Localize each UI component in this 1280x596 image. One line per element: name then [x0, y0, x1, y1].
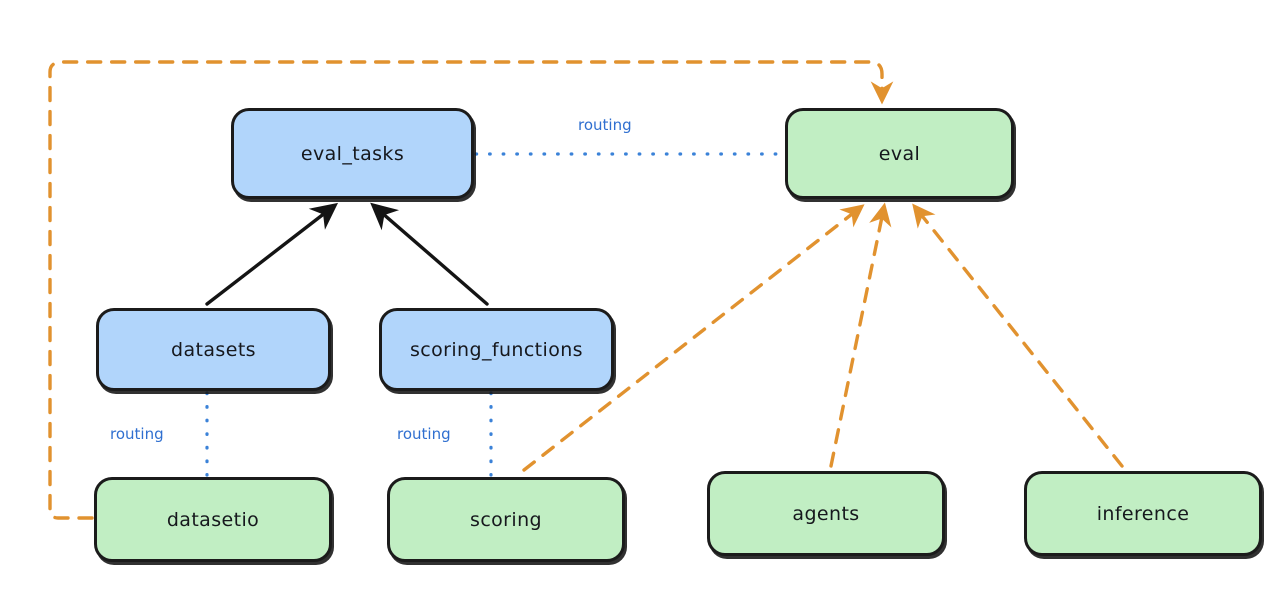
edge-scoring_functions-eval_tasks: [370, 202, 489, 306]
node-label: inference: [1096, 502, 1190, 525]
edge-agents-eval: [829, 202, 892, 468]
node-label: eval: [878, 142, 921, 165]
edge-label-routing-scoring-functions: routing: [397, 425, 451, 443]
node-label: scoring_functions: [410, 338, 583, 361]
node-label: eval_tasks: [300, 142, 405, 165]
node-datasetio[interactable]: datasetio: [94, 477, 332, 562]
node-label: agents: [792, 502, 860, 525]
node-scoring[interactable]: scoring: [387, 477, 625, 562]
node-label: datasets: [171, 338, 256, 361]
edge-inference-eval: [912, 203, 1124, 468]
edge-datasets-eval_tasks: [205, 202, 339, 306]
node-datasets[interactable]: datasets: [96, 308, 331, 391]
node-scoring-functions[interactable]: scoring_functions: [379, 308, 614, 391]
node-eval[interactable]: eval: [785, 108, 1014, 199]
node-inference[interactable]: inference: [1024, 471, 1262, 556]
edge-label-routing-eval-tasks: routing: [578, 116, 632, 134]
node-label: scoring: [470, 508, 542, 531]
node-eval-tasks[interactable]: eval_tasks: [231, 108, 474, 199]
edge-label-routing-datasets: routing: [110, 425, 164, 443]
node-agents[interactable]: agents: [707, 471, 945, 556]
node-label: datasetio: [166, 508, 260, 531]
